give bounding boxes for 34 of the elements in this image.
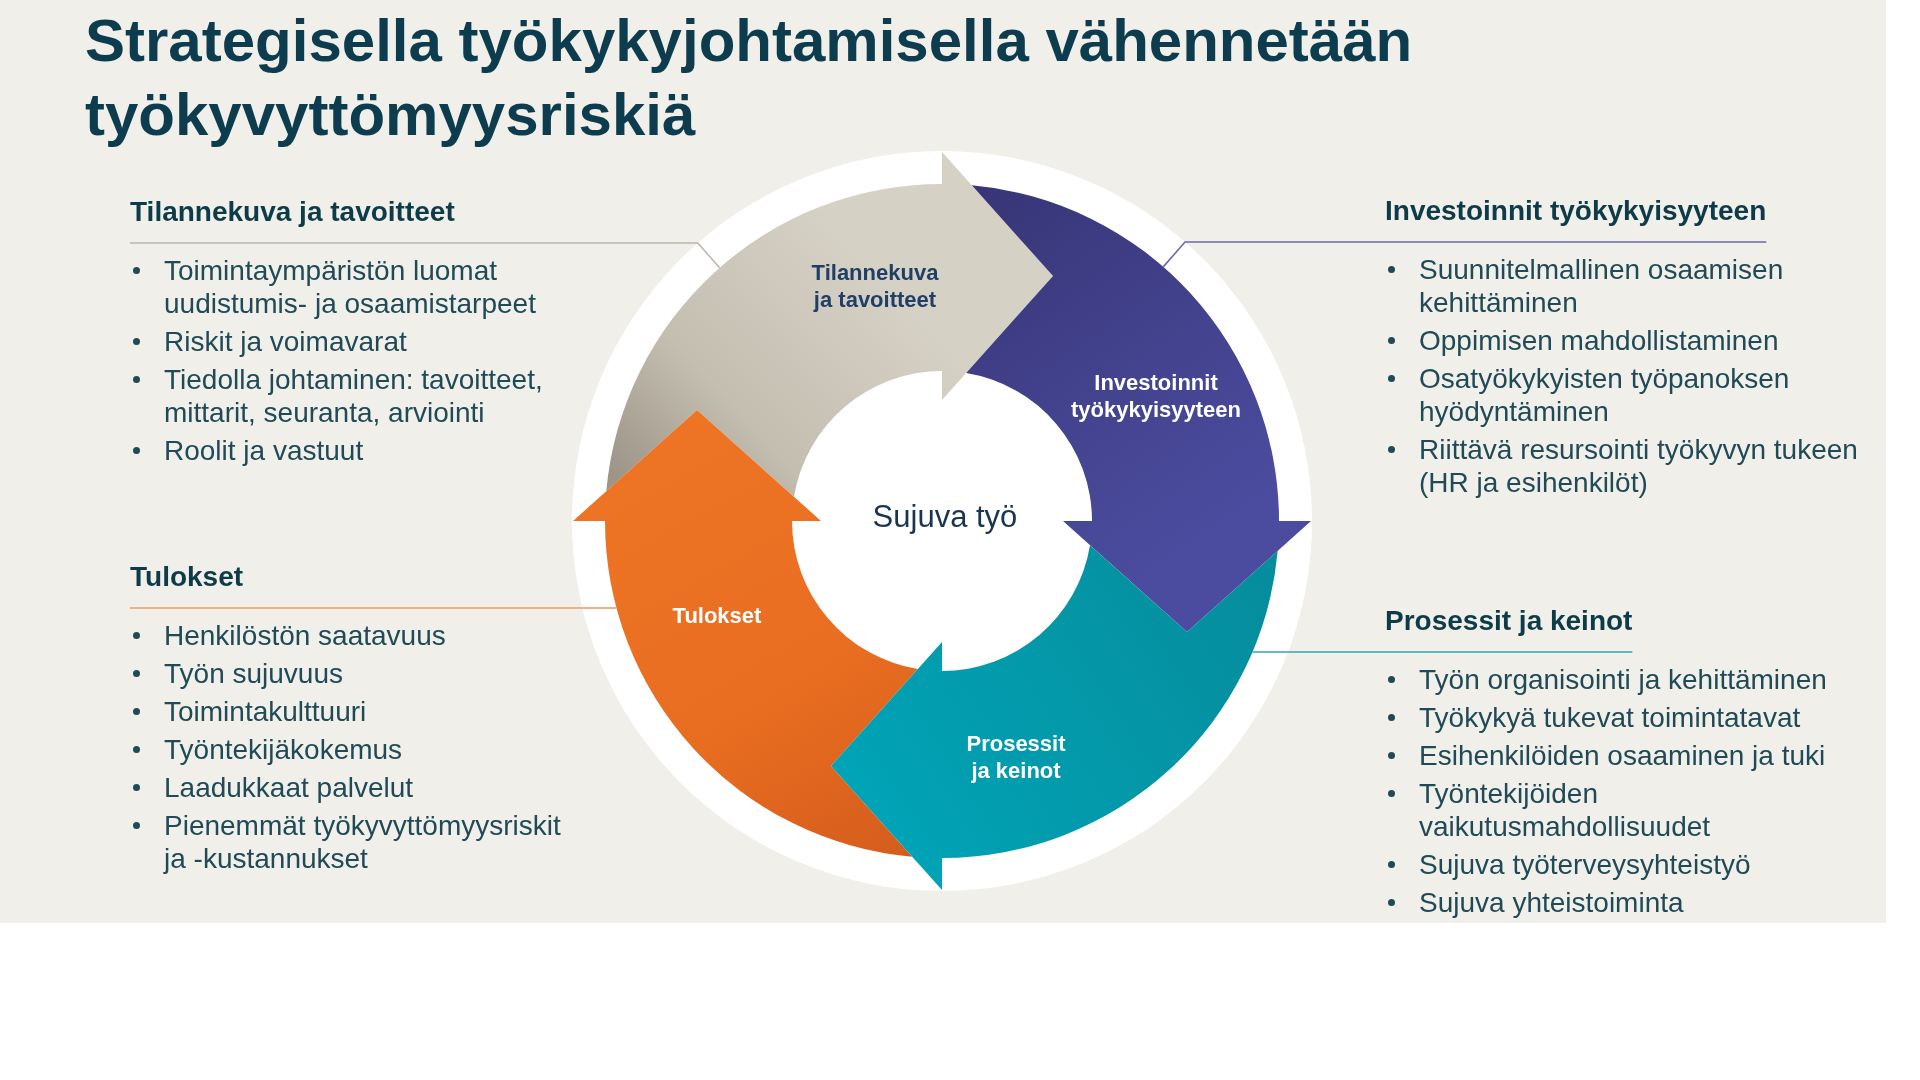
segment-label: Tulokset	[672, 601, 762, 629]
hub-label: Sujuva työ	[872, 499, 1018, 535]
section-heading: Tulokset	[130, 560, 244, 609]
leader-line	[129, 607, 618, 609]
bullet-text: Tiedolla johtaminen: tavoitteet, mittarit, seuranta, arviointi	[164, 363, 544, 429]
bullet-text: Työntekijöiden vaikutusmahdollisuudet	[1419, 777, 1712, 843]
segment-label: Tilannekuva ja tavoitteet	[810, 259, 940, 313]
bullet-text: Sujuva yhteistoiminta	[1419, 886, 1684, 919]
bullet-text: Oppimisen mahdollistaminen	[1419, 324, 1779, 357]
leader-line	[1162, 241, 1768, 268]
bullet-text: Esihenkilöiden osaaminen ja tuki	[1419, 739, 1826, 772]
bullet-text: Toimintaympäristön luomat uudistumis- ja osaamistarpeet	[164, 254, 537, 320]
section-heading: Tilannekuva ja tavoitteet	[130, 195, 455, 244]
section-heading: Prosessit ja keinot	[1385, 604, 1633, 653]
leader-line	[129, 242, 721, 269]
bullet-text: Riittävä resursointi työkyvyn tukeen (HR ja esihenkilöt)	[1419, 433, 1859, 499]
bullet-text: Työkykyä tukevat toimintatavat	[1419, 701, 1801, 734]
segment-label: Prosessit ja keinot	[965, 730, 1067, 784]
bullet-text: Roolit ja vastuut	[164, 434, 364, 467]
bullet-text: Suunnitelmallinen osaamisen kehittäminen	[1419, 253, 1785, 319]
bullet-text: Henkilöstön saatavuus	[164, 619, 446, 652]
section-heading: Investoinnit työkykyisyyteen	[1385, 194, 1767, 243]
leader-line	[1251, 651, 1634, 653]
bullet-text: Sujuva työterveysyhteistyö	[1419, 848, 1751, 881]
segment-label: Investoinnit työkykyisyyteen	[1070, 369, 1242, 423]
bullet-text: Pienemmät työkyvyttömyysriskit ja -kustannukset	[164, 809, 562, 875]
bullet-text: Osatyökykyisten työpanoksen hyödyntäminen	[1419, 362, 1791, 428]
bullet-text: Laadukkaat palvelut	[164, 771, 414, 804]
bullet-text: Työntekijäkokemus	[164, 733, 403, 766]
bullet-text: Toimintakulttuuri	[164, 695, 367, 728]
bullet-text: Työn organisointi ja kehittäminen	[1419, 663, 1827, 696]
title: Strategisella työkykyjohtamisella vähennetään työkyvyttömyysriskiä	[85, 6, 1414, 150]
bullet-text: Riskit ja voimavarat	[164, 325, 407, 358]
bullet-text: Työn sujuvuus	[164, 657, 343, 690]
